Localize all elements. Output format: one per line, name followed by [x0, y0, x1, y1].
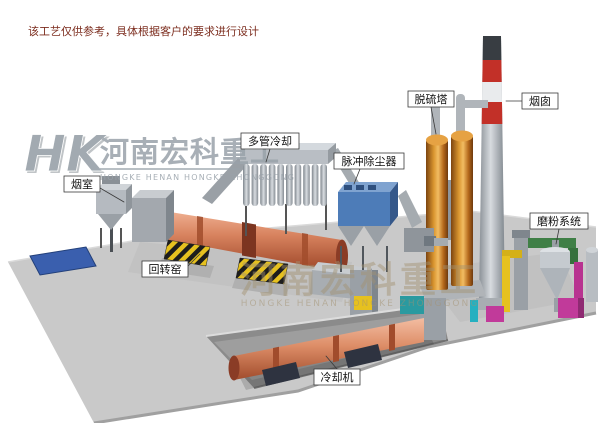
hazard-pier	[235, 257, 289, 285]
svg-text:脉冲除尘器: 脉冲除尘器	[342, 154, 397, 168]
riding-ring	[302, 233, 308, 266]
collector-body	[338, 192, 390, 226]
label-chimney: 烟囱	[505, 92, 559, 110]
company-name-en: HONGKE HENAN HONGKE ZHONGGONG	[100, 173, 295, 182]
svg-text:磨粉系统: 磨粉系统	[537, 215, 581, 228]
fan-motor	[424, 236, 436, 246]
grinding-system	[400, 230, 598, 322]
silo	[586, 250, 598, 302]
magenta-duct	[574, 262, 583, 300]
svg-text:烟囱: 烟囱	[529, 94, 551, 108]
brand-watermark: HK HK 河南宏科重工 HONGKE HENAN HONGKE ZHONGGO…	[24, 125, 295, 185]
label-cooler: 冷却机	[313, 355, 361, 386]
transfer-chute	[350, 270, 378, 320]
label-multi-tube-cooler: 多管冷却	[240, 132, 300, 163]
cooler-shell	[234, 318, 424, 380]
duct-to-chimney	[460, 100, 488, 108]
disclaimer-text: 该工艺仅供参考，具体根据客户的要求进行设计	[28, 24, 259, 38]
header-box	[240, 150, 328, 164]
label-desulfurization-tower: 脱硫塔	[407, 90, 455, 135]
kiln-hood	[132, 190, 174, 242]
label-smoke-chamber: 烟室	[63, 175, 125, 203]
magenta-unit	[486, 306, 504, 322]
svg-text:回转窑: 回转窑	[149, 262, 182, 276]
hazard-pier	[163, 239, 211, 267]
tower-1	[426, 140, 448, 290]
svg-text:脱硫塔: 脱硫塔	[415, 92, 448, 106]
clean-air-duct	[398, 190, 422, 228]
logo-rule	[100, 168, 240, 170]
riding-ring	[197, 216, 203, 246]
rotary-kiln	[158, 210, 348, 273]
pulse-dust-collector	[338, 182, 422, 272]
tower-duct	[431, 98, 440, 144]
label-grinding-system: 磨粉系统	[529, 212, 589, 245]
cooler-stand	[344, 344, 382, 368]
yellow-pipe	[502, 256, 510, 312]
water-pool	[29, 246, 97, 276]
cyclone-body	[540, 252, 570, 268]
girth-gear	[242, 222, 256, 258]
hopper	[338, 226, 364, 246]
svg-text:冷却机: 冷却机	[321, 370, 354, 384]
cooler-machine	[228, 298, 446, 390]
tower-2	[451, 136, 473, 286]
desulfurization-towers	[420, 94, 488, 302]
cyclone-cone	[540, 268, 570, 300]
hk-logo: HK	[24, 125, 108, 183]
label-rotary-kiln: 回转窑	[141, 253, 201, 278]
chute-gate	[354, 296, 372, 310]
hopper	[364, 226, 390, 246]
svg-text:多管冷却: 多管冷却	[248, 134, 292, 148]
label-pulse-dust-collector: 脉冲除尘器	[333, 152, 405, 185]
cooler-stand	[262, 362, 300, 386]
logo-shadow: HK	[26, 127, 110, 185]
filter-hopper	[98, 214, 124, 230]
id-fan	[404, 228, 448, 252]
center-watermark: 河南宏科重工 HONGKE HENAN HONGKE ZHONGGONG	[240, 260, 480, 309]
smoke-chamber-unit	[96, 176, 132, 252]
svg-text:烟室: 烟室	[71, 177, 93, 191]
cyan-pipe	[470, 300, 478, 322]
cooler-discharge-housing	[420, 298, 446, 340]
bag-filter	[96, 190, 126, 214]
pulse-valve	[344, 185, 352, 190]
bucket-elevator	[514, 236, 528, 310]
cooling-tube	[243, 164, 250, 206]
center-watermark-cn: 河南宏科重工	[240, 260, 480, 301]
callouts: 烟室 多管冷却 脉冲除尘器 脱硫塔 烟囱 磨粉系统	[63, 90, 589, 386]
center-watermark-en: HONGKE HENAN HONGKE ZHONGGONG	[241, 299, 479, 309]
mill-fan	[558, 298, 584, 318]
teal-unit	[400, 296, 424, 314]
